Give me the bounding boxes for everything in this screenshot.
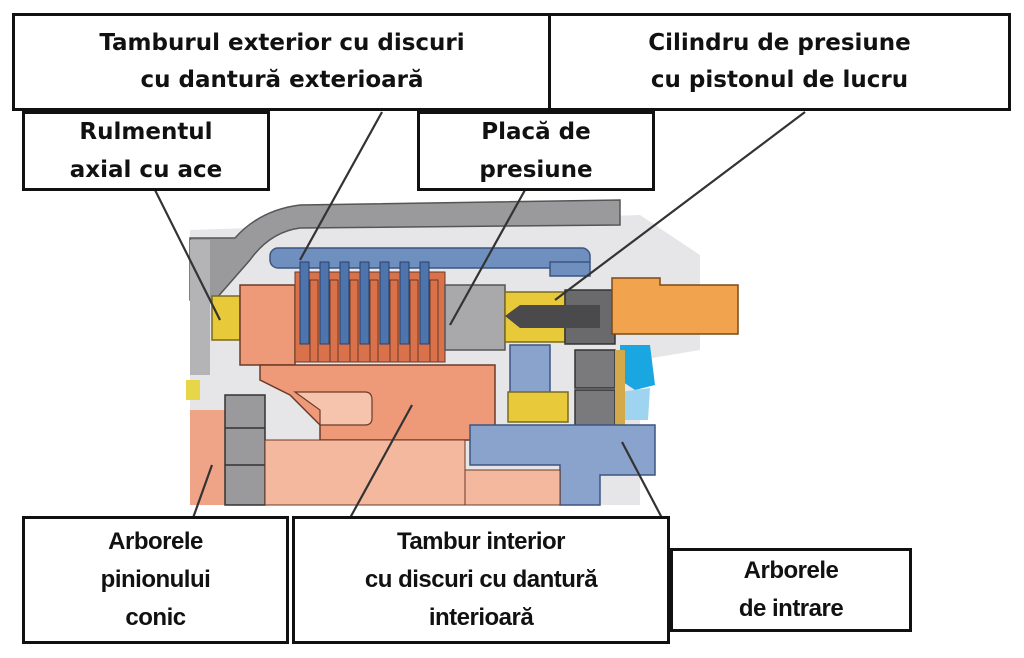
leader-lines: [154, 111, 806, 519]
label-line: Arborele: [108, 528, 203, 555]
friction-disc: [409, 279, 419, 363]
label-line: interioară: [428, 604, 534, 631]
bearing-yellow-lower: [186, 380, 200, 400]
splined-sleeve: [224, 394, 266, 506]
steel-disc: [399, 261, 410, 345]
inner-drum-part: [259, 364, 496, 441]
label-pressure-cylinder: Cilindru de presiune cu pistonul de lucr…: [548, 13, 1011, 111]
leader-needle-bearing: [154, 189, 221, 321]
steel-disc: [419, 261, 430, 345]
leader-inner-drum: [349, 404, 413, 519]
lower-salmon-right: [464, 469, 561, 506]
leader-pinion-shaft: [191, 464, 214, 519]
label-input-shaft: Arborele de intrare: [670, 548, 912, 632]
leader-pressure-cylinder: [554, 111, 806, 301]
label-line: Tambur interior: [396, 528, 566, 555]
outer-drum-end: [549, 261, 591, 277]
piston-arrow: [505, 305, 600, 328]
bearing-yellow-mid: [507, 391, 569, 423]
label-line: axial cu ace: [69, 157, 223, 183]
label-pressure-plate: Placă de presiune: [417, 111, 655, 191]
friction-disc: [369, 279, 379, 363]
steel-disc: [299, 261, 310, 345]
label-line: cu pistonul de lucru: [650, 67, 909, 93]
bearing-dark-upper: [574, 349, 616, 389]
label-line: Cilindru de presiune: [648, 30, 911, 56]
label-line: Rulmentul: [79, 119, 213, 145]
friction-disc: [349, 279, 359, 363]
steel-disc: [359, 261, 370, 345]
label-line: conic: [125, 604, 186, 631]
leader-outer-drum: [299, 111, 383, 261]
label-needle-bearing: Rulmentul axial cu ace: [22, 111, 270, 191]
input-shaft-upper: [509, 344, 551, 394]
label-line: de intrare: [738, 595, 844, 622]
bearing-strip: [615, 350, 625, 426]
label-line: Placă de: [481, 119, 591, 145]
inner-drum-left-block: [239, 284, 296, 366]
housing-shell: [189, 199, 621, 301]
label-line: cu discuri cu dantură: [364, 566, 598, 593]
friction-disc: [389, 279, 399, 363]
steel-disc: [379, 261, 390, 345]
label-line: presiune: [479, 157, 593, 183]
needle-bearing-part: [211, 295, 241, 341]
label-line: pinionului: [100, 566, 211, 593]
label-inner-drum: Tambur interior cu discuri cu dantură in…: [292, 516, 670, 644]
outer-drum-part: [269, 247, 591, 269]
friction-disc: [429, 279, 439, 363]
label-outer-drum: Tamburul exterior cu discuri cu dantură …: [12, 13, 552, 111]
seal-lightblue: [620, 388, 650, 420]
label-line: Arborele: [743, 557, 839, 584]
seal-cyan: [620, 345, 655, 390]
steel-disc: [319, 261, 330, 345]
friction-disc: [329, 279, 339, 363]
input-shaft-part: [469, 424, 656, 506]
bearing-dark-lower: [574, 389, 616, 427]
label-pinion-shaft: Arborele pinionului conic: [22, 516, 289, 644]
pinion-shaft-part: [190, 410, 225, 505]
steel-disc: [339, 261, 350, 345]
label-line: cu dantură exterioară: [140, 67, 424, 93]
shaft-orange-part: [611, 277, 739, 335]
leader-input-shaft: [621, 441, 663, 519]
inner-drum-slot: [293, 391, 373, 426]
lower-salmon-body: [264, 439, 466, 506]
friction-disc: [309, 279, 319, 363]
housing-left-wall: [190, 240, 210, 375]
leader-pressure-plate: [449, 189, 526, 326]
label-line: Tamburul exterior cu discuri: [99, 30, 465, 56]
